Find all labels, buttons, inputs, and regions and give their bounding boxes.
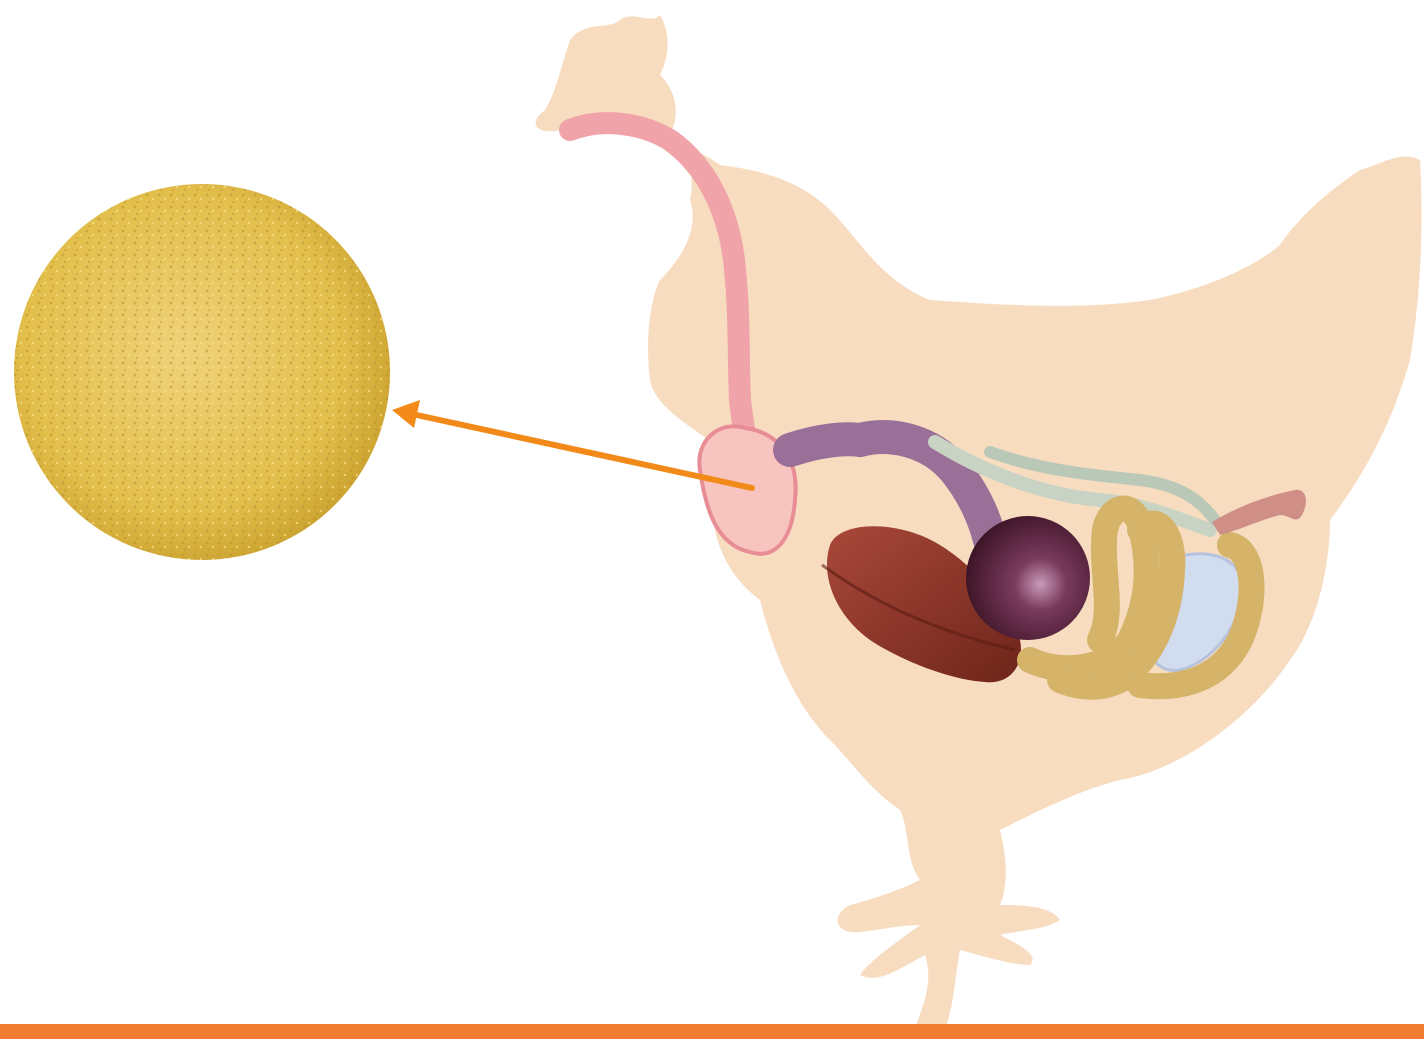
feed-pile (14, 184, 390, 560)
arrowhead-icon (392, 400, 420, 428)
bottom-rule (0, 1024, 1424, 1039)
gizzard (966, 516, 1090, 640)
